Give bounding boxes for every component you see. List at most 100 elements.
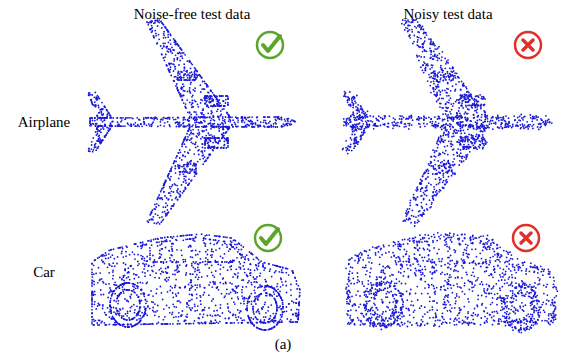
cloud-point: [362, 123, 364, 125]
cloud-point: [128, 117, 130, 119]
cloud-point: [104, 125, 106, 127]
cloud-point: [184, 54, 186, 56]
cloud-point: [429, 121, 431, 123]
cloud-point: [175, 85, 177, 87]
cloud-point: [244, 116, 246, 118]
cloud-point: [231, 116, 233, 118]
cloud-point: [224, 122, 226, 124]
cloud-point: [168, 69, 170, 71]
cloud-point: [197, 133, 199, 135]
cloud-point: [432, 121, 434, 123]
cloud-point: [501, 127, 503, 129]
cloud-point: [489, 123, 491, 125]
cloud-point: [263, 116, 265, 118]
cloud-point: [403, 117, 405, 119]
cloud-point: [179, 157, 181, 159]
cloud-point: [418, 116, 420, 118]
cloud-point: [98, 125, 100, 127]
cloud-point: [509, 125, 511, 127]
cloud-point: [458, 124, 460, 126]
cloud-point: [169, 188, 171, 190]
cloud-point: [211, 118, 213, 120]
cloud-point: [220, 147, 222, 149]
cloud-point: [187, 77, 189, 79]
cloud-point: [93, 149, 95, 151]
cloud-point: [185, 169, 187, 171]
cloud-point: [169, 171, 171, 173]
cloud-point: [165, 54, 167, 56]
cloud-point: [204, 137, 206, 139]
cloud-point: [183, 77, 185, 79]
cloud-point: [97, 96, 99, 98]
cloud-point: [189, 102, 191, 104]
cloud-point: [210, 128, 212, 130]
cloud-point: [183, 52, 185, 54]
cloud-point: [208, 134, 210, 136]
cloud-point: [229, 121, 231, 123]
cloud-point: [183, 75, 185, 77]
cloud-point: [245, 119, 247, 121]
cloud-point: [102, 117, 104, 119]
cloud-point: [97, 131, 99, 133]
cloud-point: [174, 168, 176, 170]
cloud-point: [94, 101, 96, 103]
cloud-point: [193, 111, 195, 113]
cloud-point: [500, 117, 502, 119]
cloud-point: [192, 73, 194, 75]
cloud-point: [210, 90, 212, 92]
cloud-point: [521, 117, 523, 119]
cloud-point: [418, 123, 420, 125]
cloud-point: [485, 117, 487, 119]
cloud-point: [191, 96, 193, 98]
cloud-point: [287, 123, 289, 125]
cloud-point: [537, 126, 539, 128]
cloud-point: [500, 124, 502, 126]
cloud-point: [218, 130, 220, 132]
cloud-point: [222, 100, 224, 102]
cloud-point: [118, 125, 120, 127]
cloud-point: [181, 88, 183, 90]
cloud-point: [208, 101, 210, 103]
cloud-point: [465, 111, 467, 113]
cloud-point: [464, 117, 466, 119]
cloud-point: [489, 121, 491, 123]
cloud-point: [174, 40, 176, 42]
cloud-point: [95, 104, 97, 106]
cloud-point: [393, 117, 395, 119]
cloud-point: [477, 120, 479, 122]
cloud-point: [153, 119, 155, 121]
cloud-point: [189, 79, 191, 81]
cloud-point: [204, 97, 206, 99]
cloud-point: [149, 214, 151, 216]
cloud-point: [169, 33, 171, 35]
cloud-point: [194, 71, 196, 73]
cloud-point: [197, 150, 199, 152]
cloud-point: [493, 122, 495, 124]
cloud-point: [100, 119, 102, 121]
cloud-point: [287, 125, 289, 127]
cloud-point: [179, 191, 181, 193]
cloud-point: [163, 184, 165, 186]
cloud-point: [170, 49, 172, 51]
cloud-point: [395, 122, 397, 124]
cloud-point: [181, 184, 183, 186]
cloud-point: [184, 106, 186, 108]
cloud-point: [210, 97, 212, 99]
cloud-point: [267, 116, 269, 118]
cloud-point: [171, 199, 173, 201]
cloud-point: [153, 35, 155, 37]
cloud-point: [349, 119, 351, 121]
cloud-point: [176, 185, 178, 187]
cloud-point: [177, 44, 179, 46]
cloud-point: [216, 96, 218, 98]
cloud-point: [284, 118, 286, 120]
cloud-point: [164, 42, 166, 44]
cloud-point: [185, 182, 187, 184]
cloud-point: [488, 127, 490, 129]
cloud-point: [102, 121, 104, 123]
cloud-point: [178, 192, 180, 194]
cloud-point: [195, 163, 197, 165]
cloud-point: [102, 109, 104, 111]
cloud-point: [120, 121, 122, 123]
cloud-point: [222, 116, 224, 118]
